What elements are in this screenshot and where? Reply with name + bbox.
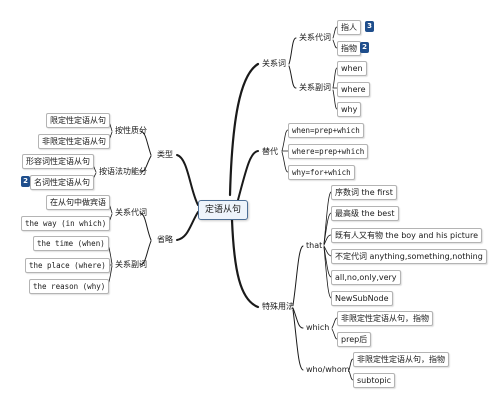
- node-person[interactable]: 指人: [337, 20, 361, 35]
- node-adjective-clause[interactable]: 形容词性定语从句: [22, 154, 94, 169]
- connector-adverb-why: [332, 89, 338, 110]
- connector-that-4: [323, 245, 332, 257]
- node-ordinal[interactable]: 序数词 the first: [331, 185, 397, 200]
- connector-center-types: [176, 154, 199, 206]
- connector-center-omission: [176, 211, 199, 241]
- connector-types-nature: [139, 130, 152, 156]
- connector-which-2: [331, 328, 338, 340]
- node-the-place[interactable]: the place (where): [25, 258, 110, 273]
- connector-pronoun-person: [332, 26, 338, 39]
- node-thing[interactable]: 指物: [337, 41, 361, 56]
- node-by-nature[interactable]: 按性质分: [115, 126, 147, 135]
- node-omit-rel-pronoun[interactable]: 关系代词: [115, 208, 147, 217]
- node-subtopic[interactable]: subtopic: [353, 373, 396, 388]
- node-the-reason[interactable]: the reason (why): [29, 279, 110, 294]
- connector-center-special: [230, 218, 260, 309]
- connector-who-2: [348, 370, 354, 381]
- connector-which-1: [331, 317, 338, 329]
- node-special-usage[interactable]: 特殊用法: [262, 302, 294, 311]
- node-when[interactable]: when: [337, 61, 367, 76]
- connector-relation-adverb: [288, 65, 297, 89]
- connector-replace-when: [281, 129, 289, 152]
- connector-relation-pronoun: [288, 37, 297, 65]
- connector-center-replace: [237, 150, 259, 201]
- node-as-object[interactable]: 在从句中做宾语: [46, 195, 110, 210]
- count-badge-thing: 2: [360, 42, 369, 53]
- node-omit-rel-adverb[interactable]: 关系副词: [115, 260, 147, 269]
- node-that[interactable]: that: [306, 241, 323, 250]
- connector-that-6: [323, 246, 332, 299]
- node-new-subnode[interactable]: NewSubNode: [331, 291, 393, 306]
- central-topic[interactable]: 定语从句: [198, 200, 249, 220]
- node-the-way[interactable]: the way (in which): [21, 216, 111, 231]
- node-omission[interactable]: 省略: [157, 235, 173, 244]
- connector-special-which: [292, 307, 304, 329]
- node-rel-pronouns[interactable]: 关系代词: [299, 33, 331, 42]
- node-nominal-clause[interactable]: 名词性定语从句: [30, 175, 94, 190]
- connector-types-function: [139, 155, 152, 173]
- node-when-equation[interactable]: when=prep+which: [288, 123, 364, 138]
- node-by-function[interactable]: 按语法功能分: [99, 167, 147, 176]
- node-who-nonrestrictive[interactable]: 非限定性定语从句，指物: [353, 352, 449, 367]
- connector-center-relation: [228, 62, 260, 197]
- connector-adverb-when: [332, 67, 338, 89]
- node-indefinite-pronoun[interactable]: 不定代词 anything,something,nothing: [331, 249, 487, 264]
- node-relation-words[interactable]: 关系词: [262, 59, 286, 68]
- node-restrictive-clause[interactable]: 限定性定语从句: [46, 113, 110, 128]
- node-rel-adverbs[interactable]: 关系副词: [299, 83, 331, 92]
- node-superlative[interactable]: 最高级 the best: [331, 206, 399, 221]
- node-misc-words[interactable]: all,no,only,very: [331, 270, 401, 285]
- count-badge-person: 3: [365, 21, 374, 32]
- count-badge-nominal: 2: [21, 176, 30, 187]
- connector-that-2: [323, 212, 332, 245]
- connector-who-1: [348, 358, 354, 371]
- connector-special-that: [292, 245, 304, 306]
- node-why-equation[interactable]: why=for+which: [288, 165, 355, 180]
- node-where-equation[interactable]: where=prep+which: [288, 144, 369, 159]
- node-which-nonrestrictive[interactable]: 非限定性定语从句，指物: [337, 311, 433, 326]
- connector-replace-why: [281, 151, 289, 173]
- node-where[interactable]: where: [337, 82, 370, 97]
- connector-omission-pronoun: [139, 212, 152, 241]
- connector-special-who: [292, 309, 304, 371]
- connector-pronoun-thing: [332, 39, 338, 49]
- connector-omission-adverb: [139, 240, 152, 266]
- node-the-time[interactable]: the time (when): [33, 236, 109, 251]
- node-which[interactable]: which: [306, 323, 330, 332]
- node-person-and-thing[interactable]: 既有人又有物 the boy and his picture: [331, 228, 483, 243]
- node-who-whom[interactable]: who/whom: [306, 365, 350, 374]
- node-why[interactable]: why: [337, 102, 362, 117]
- connector-that-3: [323, 234, 332, 246]
- node-types[interactable]: 类型: [157, 150, 173, 159]
- node-replace[interactable]: 替代: [262, 147, 278, 156]
- node-nonrestrictive-clause[interactable]: 非限定性定语从句: [38, 134, 110, 149]
- node-prep-after[interactable]: prep后: [337, 332, 372, 347]
